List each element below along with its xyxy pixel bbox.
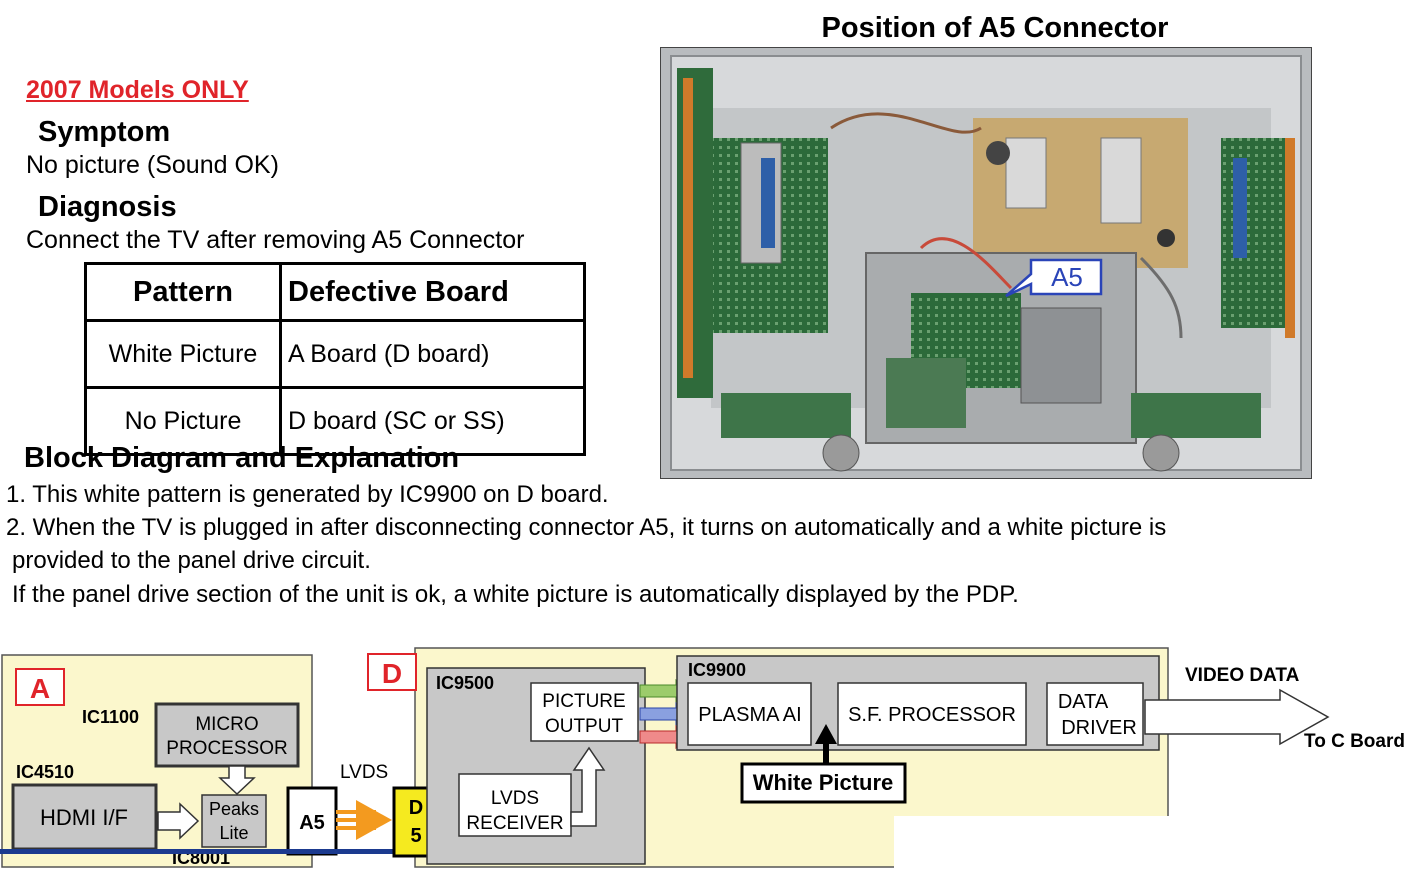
board-a-tag (15, 668, 65, 706)
ic4510-label: IC4510 (16, 762, 74, 782)
board-a-letter: A (30, 673, 50, 704)
peaks-lite-line-1: Peaks (209, 799, 259, 819)
table-cell: No Picture (84, 386, 282, 456)
data-driver-block (1046, 682, 1144, 746)
sf-processor-block (837, 682, 1027, 746)
lvds-receiver-block (458, 773, 572, 837)
peaks-lite-line-2: Lite (219, 823, 248, 843)
up-arrow-icon (815, 724, 837, 744)
d5-connector-line-2: 5 (410, 825, 421, 847)
white-picture-box (740, 762, 907, 804)
white-picture-label: White Picture (753, 770, 894, 795)
ic9500-label: IC9500 (436, 673, 494, 693)
hdmi-label: HDMI I/F (40, 805, 128, 830)
block-diagram: A IC1100 MICRO PROCESSOR IC4510 HDMI I/F… (0, 640, 1422, 869)
a5-callout-label: A5 (1051, 262, 1083, 292)
table-header-pattern: Pattern (84, 262, 282, 322)
tv-board-illustration: A5 (661, 48, 1311, 478)
explanation-line-3: provided to the panel drive circuit. (12, 547, 371, 574)
picture-output-line-2: OUTPUT (545, 716, 624, 737)
table-cell: A Board (D board) (279, 319, 586, 389)
table-row: No Picture D board (SC or SS) (84, 386, 586, 456)
up-elbow-arrow-icon (570, 746, 606, 827)
data-driver-line-1: DATA (1058, 691, 1109, 713)
photo-title: Position of A5 Connector (821, 12, 1169, 44)
block-diagram-svg: A IC1100 MICRO PROCESSOR IC4510 HDMI I/F… (0, 647, 1405, 869)
plasma-ai-label: PLASMA AI (698, 704, 801, 726)
diagnosis-heading: Diagnosis (38, 191, 177, 223)
to-c-board-label: To C Board (1304, 731, 1405, 752)
d5-connector-line-1: D (409, 797, 423, 819)
defect-table: Pattern Defective Board White Picture A … (84, 262, 586, 456)
diagnosis-text: Connect the TV after removing A5 Connect… (26, 226, 525, 254)
table-header-board: Defective Board (279, 262, 586, 322)
explanation-line-4: If the panel drive section of the unit i… (12, 581, 1019, 608)
board-d-letter: D (382, 658, 402, 689)
ic9900-label: IC9900 (688, 660, 746, 680)
picture-output-block (530, 682, 639, 742)
right-arrow-icon (157, 802, 200, 840)
tv-board-photo: A5 (660, 47, 1312, 479)
micro-processor-line-2: PROCESSOR (166, 738, 287, 759)
micro-processor-block (154, 702, 300, 768)
ic1100-label: IC1100 (82, 707, 139, 727)
data-driver-line-2: DRIVER (1061, 717, 1137, 739)
table-row: White Picture A Board (D board) (84, 319, 586, 389)
symptom-heading: Symptom (38, 116, 171, 148)
video-data-label: VIDEO DATA (1185, 665, 1300, 686)
block-heading: Block Diagram and Explanation (24, 442, 460, 474)
table-cell: White Picture (84, 319, 282, 389)
peaks-lite-block (201, 794, 267, 848)
picture-output-line-1: PICTURE (542, 691, 625, 712)
down-arrow-icon (218, 765, 256, 796)
explanation-line-2: 2. When the TV is plugged in after disco… (6, 514, 1167, 541)
table-header-row: Pattern Defective Board (84, 262, 586, 322)
video-data-arrow-icon (1144, 688, 1330, 746)
board-d-tag (367, 653, 417, 691)
sf-processor-label: S.F. PROCESSOR (848, 704, 1016, 726)
explanation-line-1: 1. This white pattern is generated by IC… (6, 481, 609, 508)
lvds-label: LVDS (340, 762, 388, 783)
models-note: 2007 Models ONLY (26, 76, 249, 104)
micro-processor-line-1: MICRO (195, 714, 258, 735)
board-d-notch (894, 816, 1170, 869)
symptom-text: No picture (Sound OK) (26, 151, 279, 179)
table-cell: D board (SC or SS) (279, 386, 586, 456)
plasma-ai-block (687, 682, 812, 746)
a5-connector-label: A5 (299, 812, 325, 834)
lvds-receiver-line-1: LVDS (491, 788, 539, 809)
blue-signal-line (0, 849, 395, 854)
lvds-receiver-line-2: RECEIVER (466, 813, 563, 834)
a5-callout-shape (1005, 258, 1103, 298)
white-picture-arrow-shaft (823, 742, 829, 780)
lvds-arrow-icon (356, 800, 392, 840)
